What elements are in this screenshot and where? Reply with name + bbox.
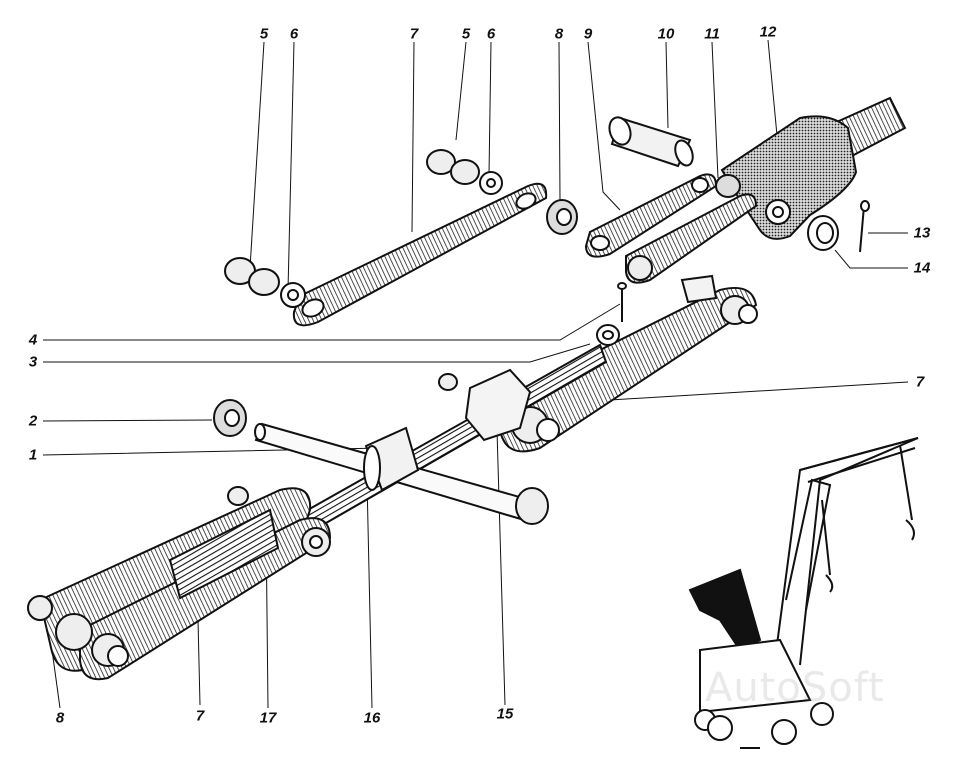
pin-10 bbox=[608, 116, 694, 168]
callout-7: 7 bbox=[409, 25, 419, 43]
callout-8: 8 bbox=[554, 25, 564, 43]
washer-3 bbox=[596, 324, 620, 346]
callout-14: 14 bbox=[913, 259, 931, 277]
callout-10: 10 bbox=[657, 25, 675, 43]
callout-4: 4 bbox=[28, 331, 38, 349]
callout-7: 7 bbox=[915, 373, 925, 391]
link-plate-9 bbox=[584, 173, 758, 284]
nut-15 bbox=[438, 368, 532, 442]
callout-11: 11 bbox=[704, 25, 720, 43]
callout-5: 5 bbox=[461, 25, 471, 43]
callout-2: 2 bbox=[28, 412, 38, 430]
link-plate-lower-left bbox=[27, 486, 332, 681]
crane-inset bbox=[688, 437, 919, 749]
washer-2 bbox=[213, 399, 247, 437]
nuts-washer-right bbox=[426, 149, 503, 195]
callout-5: 5 bbox=[259, 25, 269, 43]
collar-16 bbox=[363, 426, 420, 492]
callout-7: 7 bbox=[195, 707, 205, 725]
callout-13: 13 bbox=[913, 224, 931, 242]
callout-16: 16 bbox=[363, 709, 381, 727]
link-plate-upper-left bbox=[292, 182, 548, 327]
callout-17: 17 bbox=[259, 709, 277, 727]
washer-8-upper bbox=[546, 199, 578, 235]
callout-3: 3 bbox=[28, 353, 38, 371]
callout-12: 12 bbox=[759, 23, 777, 41]
callout-8: 8 bbox=[55, 709, 65, 727]
link-plate-middle-right bbox=[499, 274, 758, 453]
cotter-pin-13 bbox=[859, 200, 870, 253]
callout-9: 9 bbox=[583, 25, 593, 43]
bolt-4 bbox=[617, 282, 627, 322]
callout-1: 1 bbox=[28, 446, 38, 464]
callout-6: 6 bbox=[289, 25, 299, 43]
callout-6: 6 bbox=[486, 25, 496, 43]
clevis-12 bbox=[720, 115, 858, 240]
callout-15: 15 bbox=[496, 705, 514, 723]
nuts-washer-left bbox=[224, 257, 306, 308]
watermark: AutoSoft bbox=[705, 665, 885, 711]
washer-14 bbox=[807, 215, 839, 251]
